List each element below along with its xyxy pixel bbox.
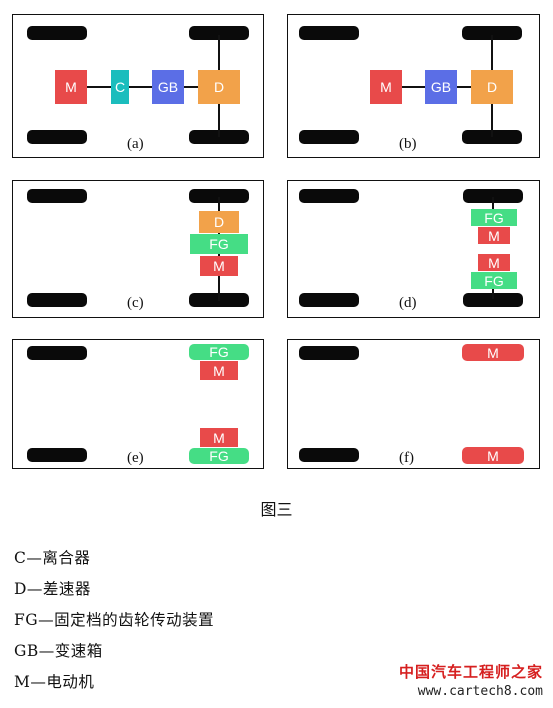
axle-rear-stub xyxy=(492,285,494,299)
differential-block: D xyxy=(471,70,513,104)
wheel-rear-left xyxy=(299,293,359,307)
figure-title: 图三 xyxy=(260,500,293,519)
wheel-rear-right xyxy=(189,130,249,144)
wheel-rear-right xyxy=(462,130,522,144)
motor-block: M xyxy=(370,70,402,104)
wheel-front-left xyxy=(27,189,87,203)
wheel-front-right xyxy=(462,26,522,40)
wheel-rear-left xyxy=(299,130,359,144)
motor-block: M xyxy=(200,256,238,276)
panel-label: (b) xyxy=(399,136,417,152)
wheel-front-left xyxy=(27,346,87,360)
wheel-front-right xyxy=(463,189,523,203)
in-wheel-motor-bottom: M xyxy=(462,447,524,464)
wheel-front-left xyxy=(27,26,87,40)
legend-item-differential: D—差速器 xyxy=(14,580,91,598)
motor-block-bottom: M xyxy=(478,254,510,271)
watermark-url: www.cartech8.com xyxy=(417,684,543,699)
wheel-front-left xyxy=(299,189,359,203)
wheel-rear-right xyxy=(463,293,523,307)
panel-a: M C GB D (a) xyxy=(12,14,264,158)
panel-e: FG M M FG (e) xyxy=(12,339,264,469)
wheel-rear-left xyxy=(27,293,87,307)
panel-c: D FG M (c) xyxy=(12,180,264,318)
panel-label: (d) xyxy=(399,295,417,311)
wheel-rear-left xyxy=(27,448,87,462)
fixed-gear-wheel-top: FG xyxy=(189,344,249,360)
panel-label: (a) xyxy=(127,136,144,152)
wheel-front-right xyxy=(189,189,249,203)
fixed-gear-block: FG xyxy=(190,234,248,254)
panel-f: M M (f) xyxy=(287,339,540,469)
wheel-front-left xyxy=(299,26,359,40)
legend-item-gearbox: GB—变速箱 xyxy=(14,642,103,660)
motor-block-bottom: M xyxy=(200,428,238,447)
panel-label: (c) xyxy=(127,295,144,311)
panel-label: (e) xyxy=(127,450,144,466)
driveshaft xyxy=(73,86,203,88)
motor-block-top: M xyxy=(200,361,238,380)
clutch-block: C xyxy=(111,70,129,104)
wheel-rear-left xyxy=(299,448,359,462)
panel-d: FG M M FG (d) xyxy=(287,180,540,318)
wheel-front-right xyxy=(189,26,249,40)
differential-block: D xyxy=(199,211,239,233)
wheel-rear-left xyxy=(27,130,87,144)
differential-block: D xyxy=(198,70,240,104)
in-wheel-motor-top: M xyxy=(462,344,524,361)
legend-item-fixed-gear: FG—固定档的齿轮传动装置 xyxy=(14,611,215,629)
fixed-gear-block-bottom: FG xyxy=(471,272,517,289)
wheel-front-left xyxy=(299,346,359,360)
watermark-logo-text: 中国汽车工程师之家 xyxy=(398,663,543,681)
motor-block-top: M xyxy=(478,227,510,244)
legend-item-clutch: C—离合器 xyxy=(14,549,91,567)
panel-b: M GB D (b) xyxy=(287,14,540,158)
motor-block: M xyxy=(55,70,87,104)
gearbox-block: GB xyxy=(425,70,457,104)
fixed-gear-block-top: FG xyxy=(471,209,517,226)
legend-item-motor: M—电动机 xyxy=(14,673,95,691)
axle-front-stub xyxy=(492,197,494,213)
panel-label: (f) xyxy=(399,450,414,466)
gearbox-block: GB xyxy=(152,70,184,104)
fixed-gear-wheel-bottom: FG xyxy=(189,448,249,464)
